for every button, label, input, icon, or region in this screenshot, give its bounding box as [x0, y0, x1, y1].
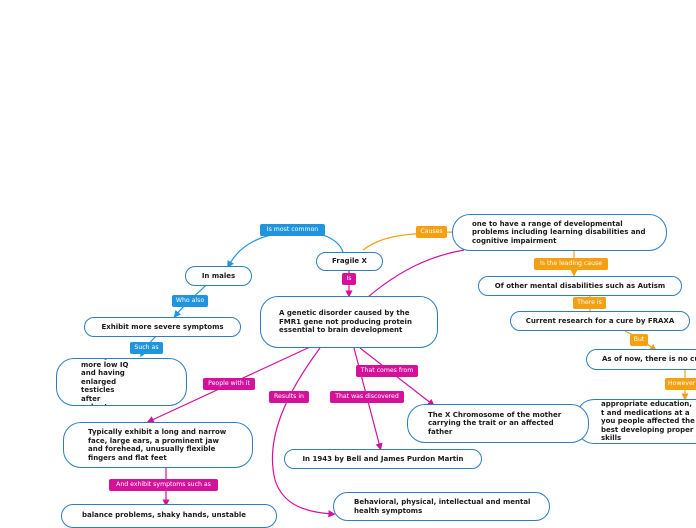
label-is-leading-cause[interactable]: Is the leading cause	[534, 258, 608, 270]
node-text: In males	[201, 271, 236, 280]
node-in-males[interactable]: In males	[185, 266, 252, 286]
node-text: Fragile X	[332, 257, 367, 266]
edge-main-causes	[367, 249, 465, 298]
label-but[interactable]: But	[630, 334, 648, 346]
node-text: In 1943 by Bell and James Purdon Martin	[302, 454, 464, 463]
node-text: Current research for a cure by FRAXA	[525, 316, 675, 325]
node-text: Exhibit more severe symptoms	[101, 322, 224, 331]
node-text: The X Chromosome of the mother carrying …	[428, 410, 562, 436]
node-text: balance problems, shaky hands, unstable	[82, 511, 247, 519]
node-education[interactable]: appropriate education, t and medications…	[576, 399, 696, 444]
node-no-cure[interactable]: As of now, there is no cu	[586, 349, 696, 370]
node-text: one to have a range of developmental pro…	[472, 219, 646, 245]
node-low-iq[interactable]: Having a more low IQ and having enlarged…	[56, 358, 187, 406]
label-is[interactable]: Is	[342, 273, 356, 285]
label-however[interactable]: However	[665, 378, 696, 390]
node-autism[interactable]: Of other mental disabilities such as Aut…	[478, 276, 682, 296]
node-text: As of now, there is no cu	[602, 355, 696, 364]
label-is-most-common[interactable]: Is most common	[260, 224, 325, 236]
node-discovered[interactable]: In 1943 by Bell and James Purdon Martin	[284, 449, 482, 469]
node-text: Of other mental disabilities such as Aut…	[494, 281, 666, 290]
label-results-in[interactable]: Results in	[269, 391, 309, 403]
node-behavioral[interactable]: Behavioral, physical, intellectual and m…	[333, 492, 550, 521]
node-balance[interactable]: balance problems, shaky hands, unstable	[61, 504, 277, 528]
node-text: Behavioral, physical, intellectual and m…	[354, 498, 531, 515]
node-x-chromosome[interactable]: The X Chromosome of the mother carrying …	[407, 404, 589, 443]
label-who-also[interactable]: Who also	[172, 295, 208, 307]
label-that-was-discovered[interactable]: That was discovered	[330, 391, 404, 403]
label-such-as[interactable]: Such as	[130, 342, 163, 354]
node-text: Typically exhibit a long and narrow face…	[88, 428, 227, 462]
node-text: Having a more low IQ and having enlarged…	[81, 359, 129, 405]
node-text: appropriate education, t and medications…	[601, 400, 695, 443]
label-and-exhibit[interactable]: And exhibit symptoms such as	[109, 479, 218, 491]
label-people-with-it[interactable]: People with it	[203, 378, 255, 390]
edge-main-behavioral	[271, 347, 336, 518]
node-research-fraxa[interactable]: Current research for a cure by FRAXA	[510, 311, 690, 331]
node-severe-symptoms[interactable]: Exhibit more severe symptoms	[84, 317, 241, 337]
label-causes[interactable]: Causes	[416, 226, 447, 238]
label-that-comes-from[interactable]: That comes from	[356, 365, 418, 377]
node-fragile-x[interactable]: Fragile X	[316, 252, 383, 271]
node-text: A genetic disorder caused by the FMR1 ge…	[279, 309, 412, 335]
node-genetic-disorder[interactable]: A genetic disorder caused by the FMR1 ge…	[260, 296, 438, 348]
node-face-features[interactable]: Typically exhibit a long and narrow face…	[63, 422, 253, 468]
node-developmental-problems[interactable]: one to have a range of developmental pro…	[452, 214, 667, 251]
label-there-is[interactable]: There is	[573, 297, 606, 309]
